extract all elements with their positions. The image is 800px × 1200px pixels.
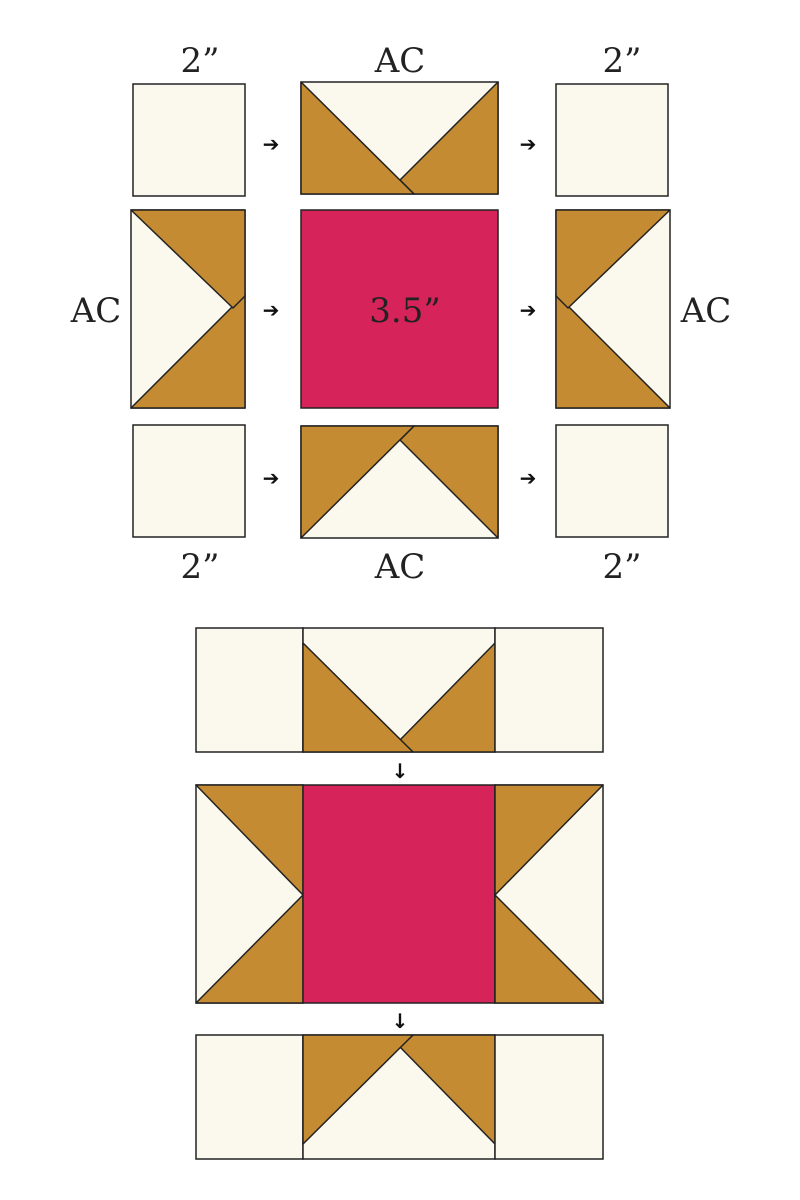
sewn-row-bottom [195, 1034, 604, 1160]
flying-geese-top [300, 81, 499, 195]
corner-square [494, 627, 604, 753]
label-middle-right: AC [680, 291, 732, 331]
arrow-right-icon: ➔ [520, 466, 537, 490]
flying-geese-left [130, 209, 246, 409]
geese-bottom-triangle [494, 894, 604, 1004]
arrow-down-icon: ↓ [392, 759, 409, 783]
sewn-rows: ↓ ↓ [195, 627, 604, 1160]
corner-square [195, 627, 304, 753]
flying-geese-bottom [300, 425, 499, 539]
geese-left-triangle [300, 425, 415, 539]
label-top-right: 2” [602, 41, 641, 81]
geese-bottom-triangle [555, 293, 671, 409]
arrow-right-icon: ➔ [263, 298, 280, 322]
sewn-row-top [195, 627, 604, 753]
label-center: 3.5” [369, 291, 440, 331]
geese-right-unit [494, 784, 604, 1004]
flying-geese-right [555, 209, 671, 409]
arrow-right-icon: ➔ [520, 132, 537, 156]
geese-left-triangle [302, 1034, 414, 1145]
exploded-layout: 2” AC 2” AC 3.5” AC [70, 41, 732, 587]
label-bottom-right: 2” [602, 547, 641, 587]
geese-top-triangle [130, 209, 246, 309]
label-top-center: AC [374, 41, 426, 81]
corner-square [195, 1034, 304, 1160]
geese-top-triangle [555, 209, 671, 309]
sewn-row-middle [195, 784, 604, 1004]
geese-top-triangle [494, 784, 604, 896]
arrow-right-icon: ➔ [263, 466, 280, 490]
geese-left-unit [195, 784, 304, 1004]
label-bottom-center: AC [374, 547, 426, 587]
geese-left-triangle [300, 81, 415, 195]
geese-left-triangle [302, 642, 414, 753]
label-top-left: 2” [180, 41, 219, 81]
corner-square-top-left [132, 83, 246, 197]
corner-square-bottom-left [132, 424, 246, 538]
center-square [300, 209, 499, 409]
corner-square [494, 1034, 604, 1160]
label-middle-left: AC [70, 291, 122, 331]
arrow-down-icon: ↓ [392, 1009, 409, 1033]
label-bottom-left: 2” [180, 547, 219, 587]
corner-square-bottom-right [555, 424, 669, 538]
corner-square-top-right [555, 83, 669, 197]
geese-bottom-triangle [130, 293, 246, 409]
arrow-right-icon: ➔ [263, 132, 280, 156]
arrow-right-icon: ➔ [520, 298, 537, 322]
center-square [302, 784, 496, 1004]
